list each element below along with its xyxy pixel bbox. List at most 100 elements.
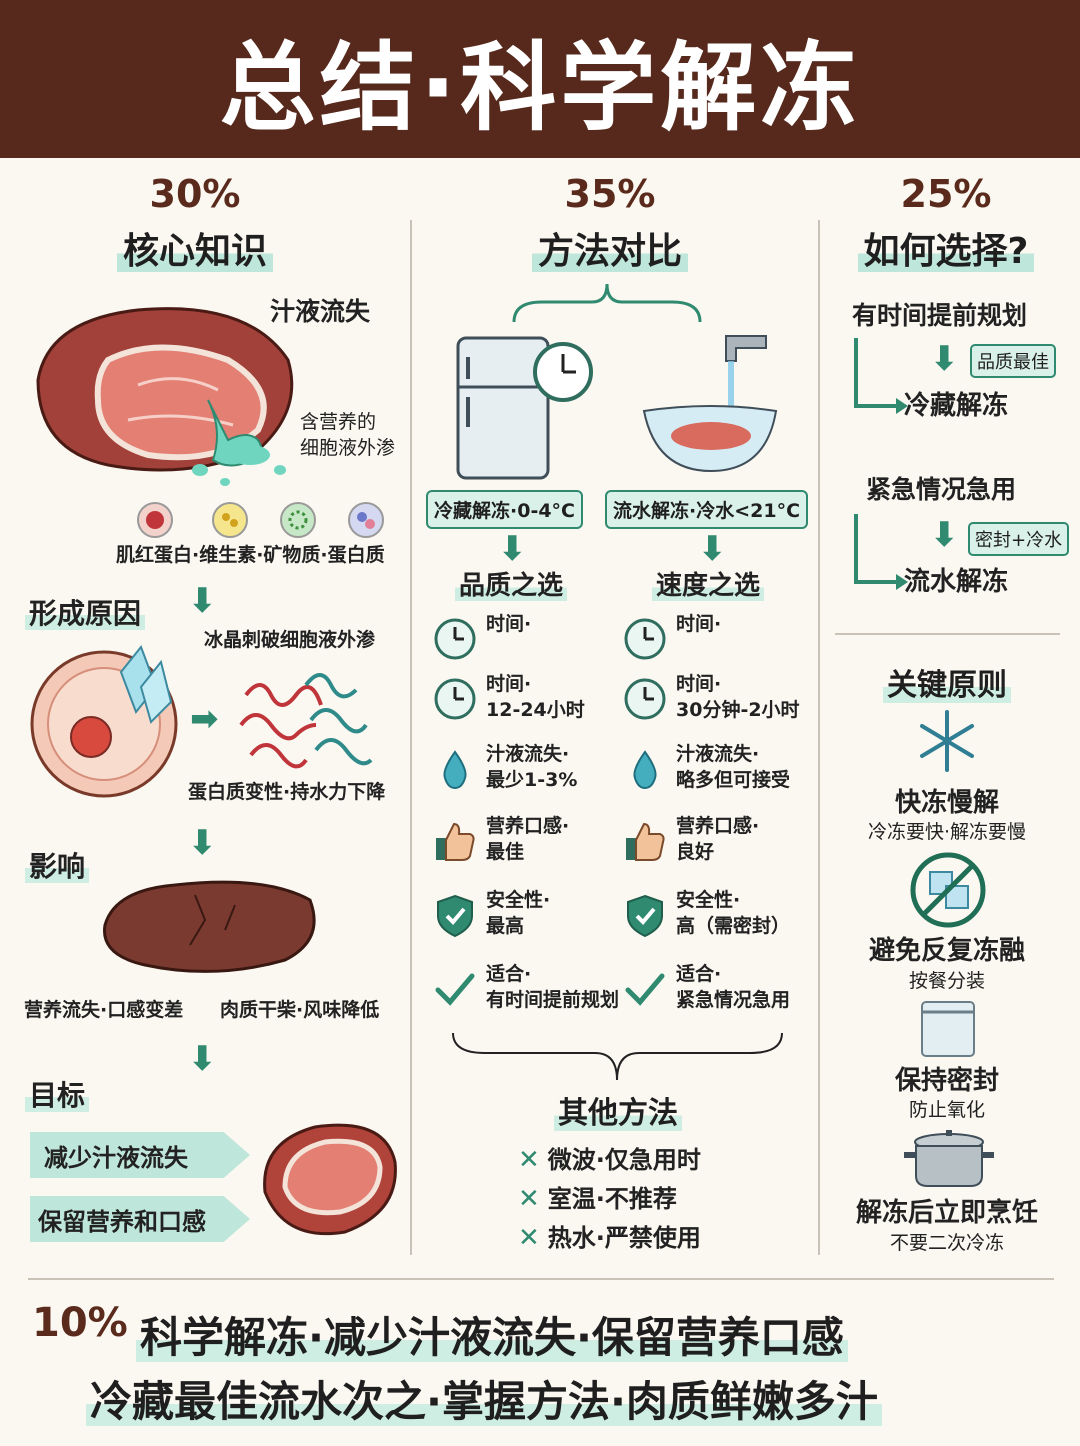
arrow-down-icon: ⬇ bbox=[498, 529, 527, 569]
brace-bottom bbox=[452, 1032, 783, 1081]
principles-title-text: 关键原则 bbox=[883, 668, 1011, 703]
other-method-item: ✕微波·仅急用时 bbox=[518, 1140, 701, 1175]
nutrient-note: 含营养的 细胞液外渗 bbox=[300, 411, 396, 459]
dry-meat-illustration bbox=[103, 880, 316, 973]
check-icon bbox=[435, 973, 475, 1006]
arrow-down-icon: ⬇ bbox=[698, 529, 727, 569]
clock-icon bbox=[624, 678, 666, 720]
other-methods-title-text: 其他方法 bbox=[554, 1096, 682, 1131]
no-refreeze-icon bbox=[910, 852, 986, 928]
arrow-down-icon: ⬇ bbox=[188, 581, 217, 621]
water-pick: 速度之选 bbox=[652, 570, 765, 604]
arrow-right-icon: ➡ bbox=[190, 699, 219, 739]
x-icon: ✕ bbox=[518, 1145, 540, 1175]
principle-sub: 冷冻要快·解冻要慢 bbox=[867, 821, 1027, 843]
water-method-label: 流水解冻·冷水<21°C bbox=[605, 490, 809, 529]
principle-title: 保持密封 bbox=[894, 1066, 999, 1096]
arrow-down-icon: ⬇ bbox=[188, 823, 217, 863]
fridge-method-label: 冷藏解冻·0-4°C bbox=[426, 490, 583, 529]
shield-icon bbox=[437, 894, 473, 938]
principle-title: 避免反复冻融 bbox=[868, 936, 1025, 966]
plan-flow-arrow bbox=[854, 338, 908, 414]
water-pick-text: 速度之选 bbox=[652, 571, 765, 601]
plan-title: 有时间提前规划 bbox=[852, 301, 1028, 330]
divider-left bbox=[410, 220, 412, 1255]
plan-result: 冷藏解冻 bbox=[904, 391, 1009, 421]
juice-loss-label: 汁液流失 bbox=[270, 297, 371, 326]
footer-line-1-text: 科学解冻·减少汁液流失·保留营养口感 bbox=[136, 1313, 848, 1362]
principle-sub: 防止氧化 bbox=[908, 1099, 985, 1121]
arrow-down-icon: ⬇ bbox=[930, 515, 959, 555]
pot-icon bbox=[904, 1130, 994, 1187]
cause-title: 形成原因 bbox=[25, 592, 146, 632]
footer-percent: 10% bbox=[32, 1300, 128, 1346]
col3-percent: 25% bbox=[900, 172, 992, 216]
sealed-bag-icon bbox=[921, 1001, 975, 1057]
divider-right bbox=[818, 220, 820, 1255]
footer-line-1: 科学解冻·减少汁液流失·保留营养口感 bbox=[136, 1304, 848, 1365]
denatured-protein-illustration bbox=[239, 673, 373, 769]
principle-title: 解冻后立即烹饪 bbox=[855, 1198, 1038, 1228]
col1-title-text: 核心知识 bbox=[116, 231, 273, 272]
compare-row-text: 时间· bbox=[486, 613, 532, 635]
clock-icon bbox=[434, 618, 476, 660]
cell-ice-illustration bbox=[30, 645, 178, 798]
col2-percent: 35% bbox=[564, 172, 656, 216]
goal-title-text: 目标 bbox=[25, 1079, 90, 1112]
fridge-pick-text: 品质之选 bbox=[455, 571, 568, 601]
page-title: 总结·科学解冻 bbox=[219, 31, 861, 144]
raw-meat-illustration bbox=[36, 307, 294, 472]
juice-drops bbox=[192, 445, 286, 486]
compare-row-text: 安全性· 高（需密封） bbox=[676, 889, 791, 937]
compare-row-text: 汁液流失· 最少1-3% bbox=[486, 743, 578, 791]
other-method-text: 微波·仅急用时 bbox=[547, 1146, 701, 1174]
snowflake-icon bbox=[920, 710, 974, 772]
nutrient-list: 肌红蛋白·维生素·矿物质·蛋白质 bbox=[116, 544, 385, 566]
other-method-item: ✕室温·不推荐 bbox=[518, 1179, 677, 1214]
goal-1-banner: 减少汁液流失 bbox=[30, 1132, 250, 1178]
fridge-pick: 品质之选 bbox=[455, 570, 568, 604]
faucet-bowl-illustration bbox=[642, 335, 778, 473]
other-method-item: ✕热水·严禁使用 bbox=[518, 1218, 701, 1253]
footer-line-2: 冷藏最佳流水次之·掌握方法·肉质鲜嫩多汁 bbox=[86, 1368, 882, 1429]
urgent-tag: 密封+冷水 bbox=[968, 522, 1070, 556]
divider-col3 bbox=[835, 633, 1060, 635]
principle-title: 快冻慢解 bbox=[894, 788, 999, 818]
nutrient-icons bbox=[137, 502, 384, 538]
compare-row-text: 安全性· 最高 bbox=[486, 889, 551, 937]
impact-title-text: 影响 bbox=[25, 850, 90, 883]
col1-percent: 30% bbox=[149, 172, 241, 216]
clock-icon bbox=[624, 618, 666, 660]
protein-note: 蛋白质变性·持水力下降 bbox=[188, 781, 386, 803]
goal-2-banner: 保留营养和口感 bbox=[30, 1196, 250, 1242]
compare-row-text: 汁液流失· 略多但可接受 bbox=[676, 743, 791, 791]
other-method-text: 热水·严禁使用 bbox=[547, 1224, 701, 1252]
check-icon bbox=[625, 973, 665, 1006]
compare-row-text: 营养口感· 最佳 bbox=[486, 815, 570, 863]
compare-row-text: 适合· 紧急情况急用 bbox=[676, 963, 791, 1011]
goal-title: 目标 bbox=[25, 1074, 90, 1114]
cause-title-text: 形成原因 bbox=[25, 597, 146, 630]
divider-bottom bbox=[28, 1278, 1054, 1280]
x-icon: ✕ bbox=[518, 1184, 540, 1214]
arrow-down-icon: ⬇ bbox=[930, 339, 959, 379]
footer-line-2-text: 冷藏最佳流水次之·掌握方法·肉质鲜嫩多汁 bbox=[86, 1377, 882, 1426]
urgent-flow-arrow bbox=[854, 514, 908, 590]
compare-row-text: 时间· bbox=[676, 613, 722, 635]
col1-title: 核心知识 bbox=[45, 222, 345, 274]
compare-row-text: 营养口感· 良好 bbox=[676, 815, 760, 863]
col3-title: 如何选择? bbox=[826, 222, 1066, 274]
col2-title-text: 方法对比 bbox=[531, 231, 688, 272]
plan-tag: 品质最佳 bbox=[970, 344, 1056, 378]
principles-title: 关键原则 bbox=[822, 660, 1072, 704]
cause-note: 冰晶刺破细胞液外渗 bbox=[204, 629, 376, 651]
impact-title: 影响 bbox=[25, 845, 90, 885]
x-icon: ✕ bbox=[518, 1223, 540, 1253]
col2-title: 方法对比 bbox=[460, 222, 760, 274]
impact-right: 肉质干柴·风味降低 bbox=[220, 999, 380, 1021]
shield-icon bbox=[627, 894, 663, 938]
other-methods-title: 其他方法 bbox=[468, 1088, 768, 1132]
fridge-illustration bbox=[456, 336, 593, 480]
principle-sub: 按餐分装 bbox=[908, 970, 985, 992]
compare-row-text: 时间· 12-24小时 bbox=[486, 673, 585, 721]
